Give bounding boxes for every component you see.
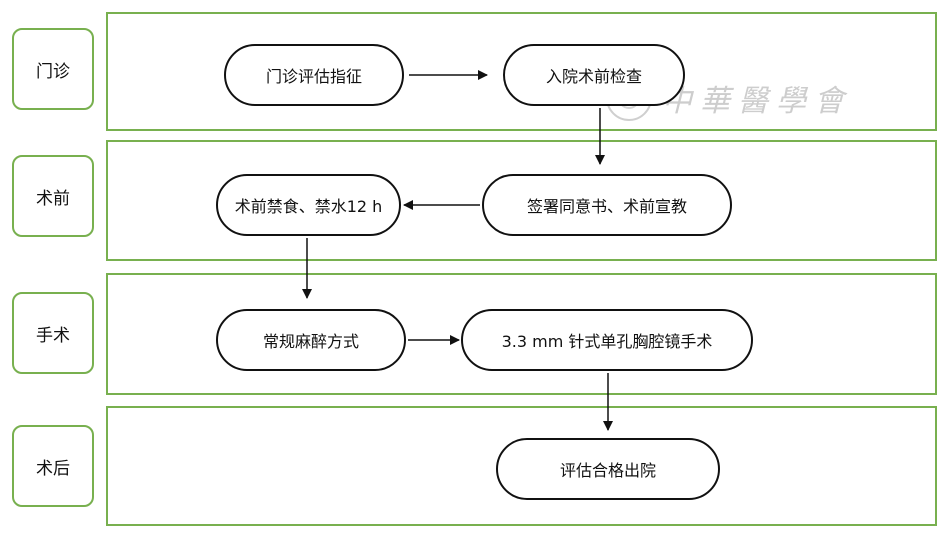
stage-label-preop: 术前 (12, 155, 94, 237)
node-admission-preop-exam: 入院术前检查 (503, 44, 685, 106)
node-preop-fasting: 术前禁食、禁水12 h (216, 174, 401, 236)
node-consent-education: 签署同意书、术前宣教 (482, 174, 732, 236)
stage-label-postop: 术后 (12, 425, 94, 507)
node-outpatient-assessment: 门诊评估指征 (224, 44, 404, 106)
stage-label-outpatient: 门诊 (12, 28, 94, 110)
node-anesthesia: 常规麻醉方式 (216, 309, 406, 371)
stage-label-surgery: 手术 (12, 292, 94, 374)
watermark-text: 中華醫學會 (662, 84, 852, 119)
node-discharge-assessment: 评估合格出院 (496, 438, 720, 500)
node-surgery: 3.3 mm 针式单孔胸腔镜手术 (461, 309, 753, 371)
